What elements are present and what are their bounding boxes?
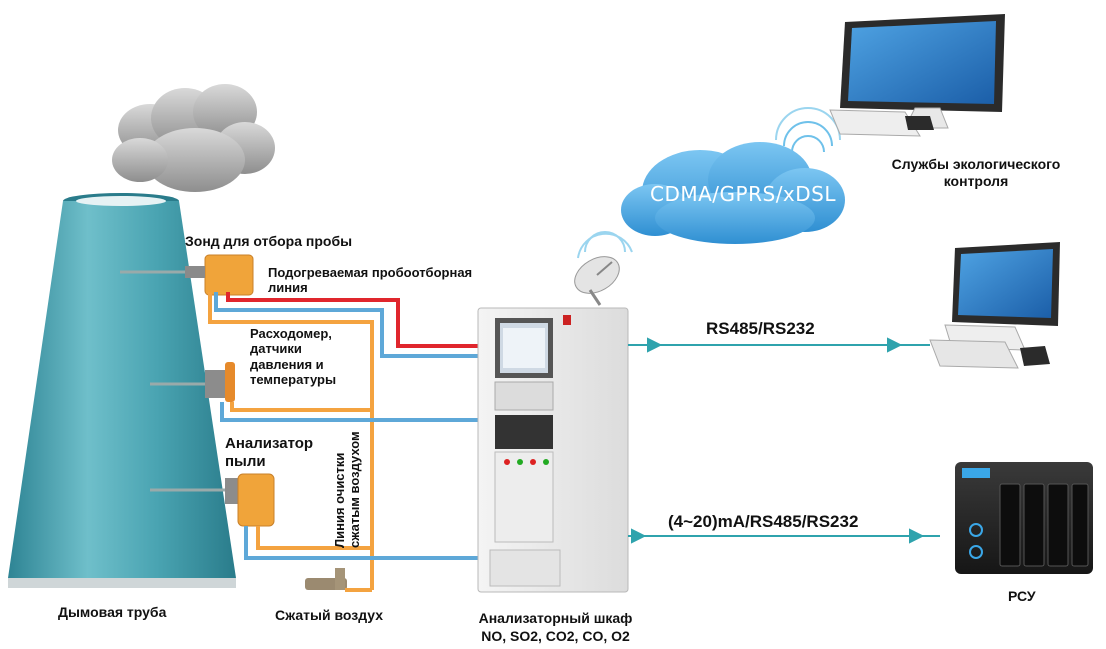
dcs-label: РСУ [1008,588,1036,604]
dust-analyzer-label: Анализатор пыли [225,435,314,470]
chimney-stack [8,193,236,588]
rs-bottom-label: (4~20)mA/RS485/RS232 [668,512,859,531]
cabinet-gases-label: NO, SO2, CO2, CO, O2 [481,628,630,644]
dust-analyzer-device [150,473,275,527]
satellite-dish-icon [574,231,633,306]
flowmeter-label: Расходомер, датчики давления и температу… [250,326,337,387]
stack-label: Дымовая труба [58,604,167,620]
computer-top-icon [829,14,1005,137]
data-arrows [628,337,940,544]
rs-top-label: RS485/RS232 [706,319,815,338]
cabinet-title-label: Анализаторный шкаф [478,610,633,626]
network-label: CDMA/GPRS/xDSL [650,182,837,206]
probe-label: Зонд для отбора пробы [185,233,353,249]
compressed-air-label: Сжатый воздух [275,607,384,623]
pipelines [208,292,480,592]
dcs-server-icon [955,462,1093,574]
smoke-cloud [112,84,275,192]
network-cloud [621,107,845,244]
env-services-label: Службы экологического контроля [891,156,1061,189]
analyzer-cabinet [477,307,629,593]
flowmeter-device [150,362,235,402]
heated-line-label: Подогреваемая пробоотборная линия [268,265,473,296]
computer-middle-icon [929,242,1060,369]
compressed-air-fitting [305,568,347,590]
cleaning-line-label: Линия очистки сжатым воздухом [332,431,362,548]
